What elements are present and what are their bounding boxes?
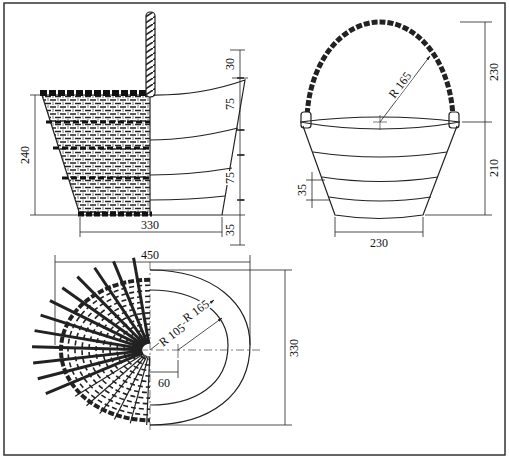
- dimension-label: 60: [157, 377, 171, 389]
- dimension-label: 240: [19, 145, 31, 165]
- dimension-label: 75: [224, 171, 236, 185]
- dimension-label: 75: [224, 97, 236, 111]
- stake: [33, 351, 142, 363]
- center-mark: [178, 344, 179, 358]
- radius-line: [380, 56, 430, 122]
- stake: [114, 356, 147, 420]
- dimension-line: [150, 270, 292, 425]
- sheet-frame: [4, 3, 505, 455]
- dimension-label: 35: [296, 183, 308, 197]
- center-line: [140, 262, 262, 432]
- dimension-label: 35: [224, 223, 236, 237]
- dimension-label: 230: [369, 237, 389, 249]
- stake: [134, 258, 149, 344]
- dimension-line: [30, 95, 80, 215]
- dimension-label: R 165: [386, 69, 414, 101]
- side-outline: [150, 80, 245, 215]
- dimension-line: [425, 22, 492, 215]
- handle-arc: [307, 22, 453, 122]
- plan-outline: [150, 270, 250, 425]
- woven-base: [32, 258, 150, 425]
- end-view: [300, 22, 492, 237]
- dimension-label: 30: [224, 57, 236, 71]
- rim-braid: [40, 90, 152, 96]
- dimension-label: 330: [288, 338, 300, 358]
- stake: [130, 356, 148, 423]
- stake: [147, 356, 150, 425]
- dimension-tick: [237, 78, 244, 200]
- dimension-line: [150, 360, 178, 378]
- stake: [50, 301, 143, 347]
- dimension-line: [306, 172, 330, 208]
- dimension-line: [80, 217, 222, 237]
- band-lines: [313, 152, 447, 201]
- band-lines: [150, 128, 238, 200]
- braid-rows: [46, 122, 150, 178]
- stake: [86, 355, 144, 406]
- dimension-label: R 105: [156, 321, 188, 350]
- handle: [146, 12, 155, 97]
- center-mark: [373, 115, 387, 130]
- plan-inner-outline: [150, 290, 228, 405]
- woven-half: [42, 95, 150, 215]
- body-outline: [303, 126, 457, 219]
- handle-knob: [301, 112, 311, 128]
- stake: [100, 355, 146, 413]
- dimension-line: [55, 255, 250, 345]
- dimension-line: [335, 217, 423, 237]
- stake: [62, 288, 144, 346]
- dimension-label: 330: [140, 219, 160, 231]
- dimension-label: 230: [488, 62, 500, 82]
- side-view: [30, 12, 248, 245]
- dimension-label: 210: [488, 158, 500, 178]
- dimension-label: 450: [140, 249, 160, 261]
- handle-knob: [449, 112, 459, 128]
- dimension-line: [222, 50, 248, 245]
- base-braid: [78, 212, 152, 217]
- dimension-label: R 165: [180, 297, 212, 325]
- plan-view: [32, 255, 292, 432]
